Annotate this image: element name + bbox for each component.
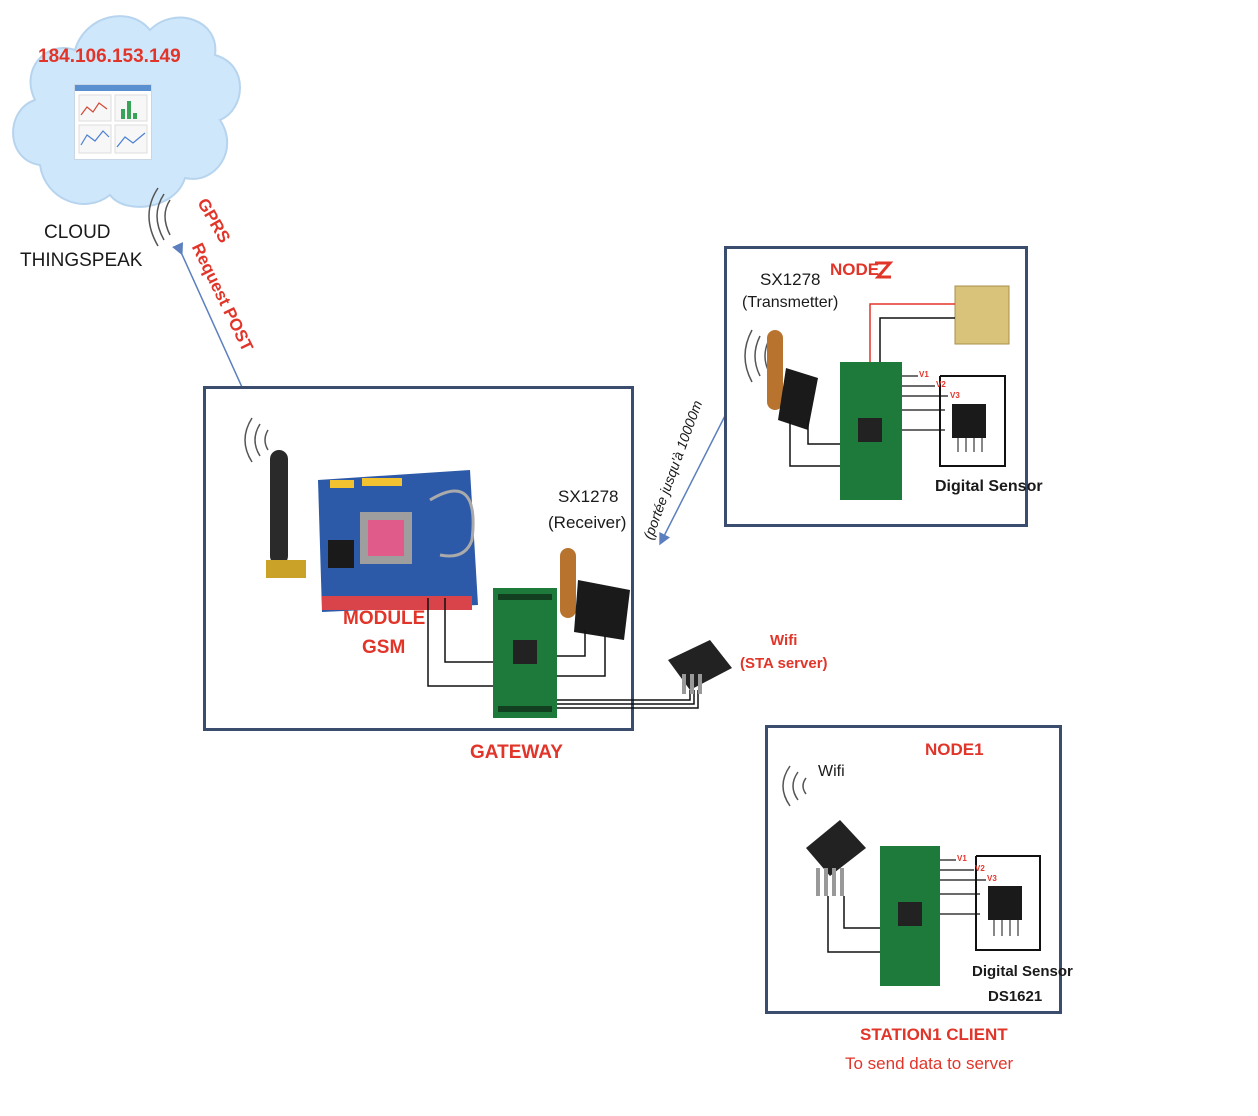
station1-caption-line2: To send data to server — [845, 1054, 1014, 1073]
node2-sensor-label: Digital Sensor — [935, 478, 1043, 495]
node2-title: NODE — [830, 260, 880, 279]
node2-v2: V2 — [936, 380, 946, 389]
module-gsm-line2: GSM — [362, 637, 406, 658]
node1-v2: V2 — [975, 864, 985, 873]
node2-v3: V3 — [950, 391, 960, 400]
cloud-signal-icon — [148, 187, 171, 247]
wifi-sta-line2: (STA server) — [740, 655, 828, 672]
receiver-label-line1: SX1278 — [558, 487, 619, 506]
cloud-label-line2: THINGSPEAK — [20, 250, 143, 271]
station1-caption-line1: STATION1 CLIENT — [860, 1025, 1008, 1044]
transmitter-label-line1: SX1278 — [760, 270, 821, 289]
wifi-sta-line1: Wifi — [770, 632, 798, 649]
node1-sensor-line2: DS1621 — [988, 988, 1043, 1005]
node1-wifi-label: Wifi — [818, 763, 845, 780]
node1-title: NODE1 — [925, 740, 984, 759]
transmitter-label-line2: (Transmetter) — [742, 294, 839, 311]
node1-sensor-line1: Digital Sensor — [972, 963, 1073, 980]
lora-range-arrow — [659, 399, 734, 546]
node1-v3: V3 — [987, 874, 997, 883]
module-gsm-line1: MODULE — [343, 608, 426, 629]
gprs-arrow — [172, 242, 249, 402]
node1-v1: V1 — [957, 854, 967, 863]
node2-v1: V1 — [919, 370, 929, 379]
dashboard-thumbnail-icon — [74, 84, 152, 160]
cloud-ip-address: 184.106.153.149 — [38, 46, 181, 67]
cloud-label-line1: CLOUD — [44, 222, 111, 243]
gateway-title: GATEWAY — [470, 742, 563, 763]
receiver-label-line2: (Receiver) — [548, 513, 627, 532]
